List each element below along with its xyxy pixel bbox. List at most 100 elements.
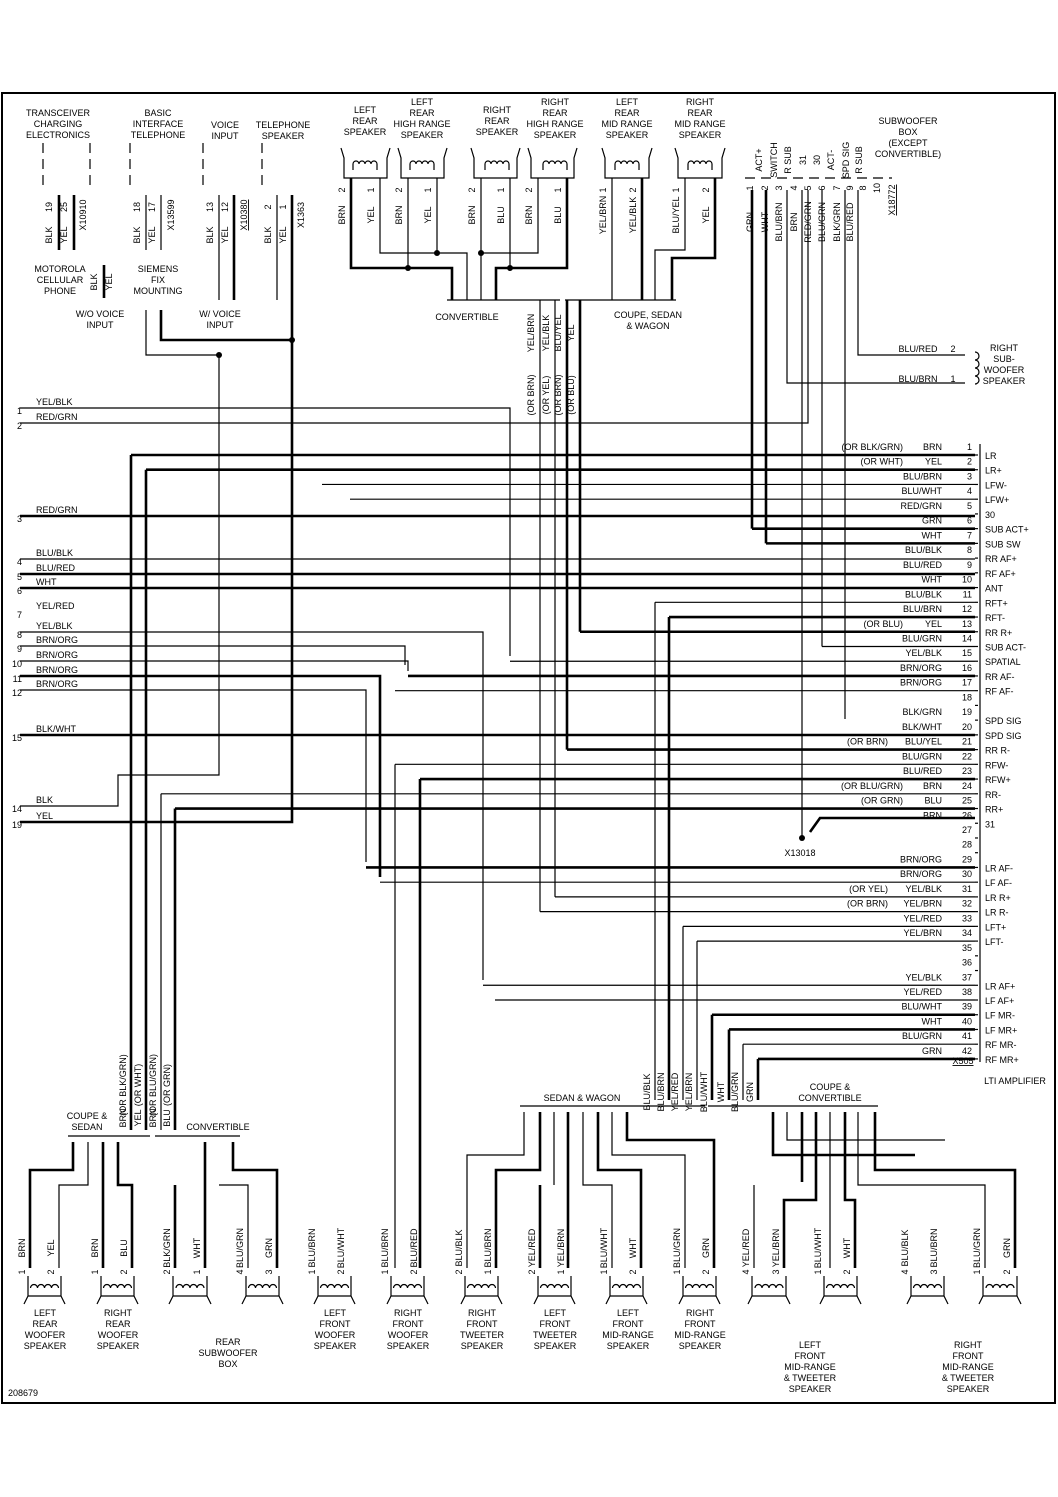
label-left_pins-11-pin: 12: [12, 688, 22, 698]
speaker-outline: [674, 147, 726, 179]
label-amplifier-pins-23-alt: (OR BLU/GRN): [841, 781, 903, 791]
label-sub_box-pins-6-func: SPD SIG: [841, 142, 851, 179]
label-right_sub_speaker-name-1: SUB-: [993, 354, 1015, 364]
label-bottom_speakers-1-pins-1-0: 2: [119, 1269, 129, 1274]
wire: [857, 190, 965, 356]
label-amplifier-pins-12-wire: YEL: [925, 619, 942, 629]
label-amplifier-pins-3-func: LFW+: [985, 495, 1009, 505]
wire: [843, 1112, 857, 1268]
label-bottom_speakers-4-pins-1-1: BLU/RED: [409, 1228, 419, 1268]
connector-id: X10910: [78, 199, 88, 230]
label-bottom_speakers-6-name-3: SPEAKER: [534, 1341, 577, 1351]
label-rear_speakers-1-pins-0-1: BRN: [394, 205, 404, 224]
connector-id: X505: [952, 1056, 973, 1066]
wire: [654, 178, 686, 300]
label-amplifier-pins-41-pin: 42: [962, 1046, 972, 1056]
label-bottom_speakers-10-name-0: RIGHT: [954, 1340, 983, 1350]
label-bottom_speakers-1-pins-1-1: BLU: [119, 1239, 129, 1257]
label-phone-connectors-0-wires-1-1: 25: [59, 202, 69, 212]
label-left_pins-10-pin: 11: [13, 674, 22, 684]
speaker-coil-icon: [392, 1283, 423, 1289]
label-phone-siemens-0: SIEMENS: [138, 264, 179, 274]
label-amplifier-pins-7-wire: BLU/BLK: [905, 545, 942, 555]
label-phone-transceiver-1: CHARGING: [34, 119, 83, 129]
label-left_pins-14-wire: YEL: [36, 811, 53, 821]
label-rear_speakers-3-pins-1-1: BLU: [553, 206, 563, 224]
label-rear_speakers-3-name-1: REAR: [542, 108, 568, 118]
label-bottom_speakers-1-name-1: REAR: [105, 1319, 131, 1329]
label-left_pins-8-wire: BRN/ORG: [36, 635, 78, 645]
label-phone-connectors-2-wires-0-0: BLK: [205, 226, 215, 243]
label-amplifier-pins-30-pin: 31: [962, 884, 972, 894]
label-bottom_speakers-0-name-3: SPEAKER: [24, 1341, 67, 1351]
label-right_sub_speaker-name-3: SPEAKER: [983, 376, 1026, 386]
label-phone-connectors-0-wires-0-1: 19: [44, 202, 54, 212]
label-rear_speakers-4-pins-0-1: YEL/BRN: [598, 196, 608, 235]
label-sub_box-pins-0-func: ACT+: [754, 148, 764, 171]
splice-id: X13018: [784, 848, 815, 858]
label-bottom_mid_bus-wires-3: YEL/BRN: [684, 1073, 694, 1112]
label-rear_speakers-5-name-3: SPEAKER: [679, 130, 722, 140]
label-bottom_speakers-8-name-0: RIGHT: [686, 1308, 715, 1318]
label-rear_speakers-0-pins-0-0: 2: [337, 187, 347, 192]
label-top_bus-wires-1-1: (OR YEL): [541, 376, 551, 415]
label-rear_speakers-5-pins-0-0: 1: [671, 187, 681, 192]
label-bottom_speakers-6-pins-1-1: YEL/BRN: [556, 1229, 566, 1268]
label-amplifier-pins-0-alt: (OR BLK/GRN): [841, 442, 903, 452]
speaker-cone: [386, 1276, 429, 1305]
label-phone-motorola_wires-1: YEL: [104, 273, 114, 290]
label-bottom_speakers-9-name-0: LEFT: [799, 1340, 822, 1350]
wire: [494, 1112, 542, 1268]
label-amplifier-pins-10-func: RFT+: [985, 598, 1008, 608]
label-rear_speakers-1-name-0: LEFT: [411, 97, 434, 107]
label-amplifier-pins-15-pin: 16: [962, 663, 972, 673]
label-phone-telephone_speaker-1: SPEAKER: [262, 131, 305, 141]
label-rear_speakers-5-pins-1-1: YEL: [701, 206, 711, 223]
label-bottom_speakers-9-pins-3-1: WHT: [842, 1237, 852, 1258]
label-left_pins-14-pin: 19: [12, 820, 22, 830]
label-amplifier-pins-32-wire: YEL/RED: [903, 913, 942, 923]
label-amplifier-pins-21-pin: 22: [962, 751, 972, 761]
label-amplifier-pins-28-pin: 29: [962, 854, 972, 864]
label-bottom_mid_bus-wires-7: GRN: [745, 1082, 755, 1102]
label-phone-connectors-1-wires-1-1: 17: [147, 202, 157, 212]
label-bottom_speakers-6-pins-1-0: 1: [556, 1269, 566, 1274]
label-bottom_speakers-10-name-3: & TWEETER: [942, 1373, 995, 1383]
label-amplifier-pins-38-pin: 39: [962, 1002, 972, 1012]
label-phone-connectors-3-wires-0-1: 2: [263, 204, 273, 209]
label-left_pins-2-pin: 3: [17, 514, 22, 524]
label-left_pins-1-pin: 2: [17, 421, 22, 431]
label-bottom_speakers-2-pins-2-0: 4: [235, 1269, 245, 1274]
label-amplifier-pins-23-wire: BRN: [923, 781, 942, 791]
label-amplifier-pins-39-wire: WHT: [922, 1016, 943, 1026]
label-top_bus-wires-2-1: (OR BRN): [553, 375, 563, 416]
label-amplifier-pins-40-func: RF MR-: [985, 1040, 1017, 1050]
label-amplifier-pins-41-wire: GRN: [922, 1046, 942, 1056]
label-rear_speakers-4-pins-0-0: 1: [598, 187, 608, 192]
label-amplifier-pins-22-wire: BLU/RED: [903, 766, 943, 776]
speaker-coil-icon: [687, 160, 713, 170]
speaker-outline: [527, 147, 578, 179]
label-bottom_speakers-6-name-0: LEFT: [544, 1308, 567, 1318]
label-amplifier-pins-18-pin: 19: [962, 707, 972, 717]
label-amplifier-pins-38-wire: BLU/WHT: [902, 1002, 943, 1012]
label-left_pins-7-wire: YEL/BLK: [36, 621, 73, 631]
wire: [379, 178, 468, 300]
label-bottom_speakers-10-pins-2-1: BLU/GRN: [972, 1228, 982, 1268]
label-sub_box-title-1: BOX: [898, 127, 917, 137]
label-sub_box-pins-1-func: SWITCH: [769, 142, 779, 178]
label-amplifier-pins-4-pin: 5: [967, 501, 972, 511]
label-amplifier-pins-28-func: LR AF-: [985, 863, 1013, 873]
wire: [20, 689, 367, 862]
label-amplifier-pins-1-alt: (OR WHT): [861, 457, 904, 467]
label-top_bus-wires-3-1: (OR BLU): [566, 375, 576, 415]
label-sub_box-pins-3-func: 31: [798, 155, 808, 165]
label-bottom_speakers-6-name-1: FRONT: [540, 1319, 571, 1329]
label-amplifier-pins-32-func: LFT+: [985, 922, 1006, 932]
label-amplifier-pins-30-alt: (OR YEL): [849, 884, 888, 894]
label-bottom_speakers-2-pins-1-1: WHT: [192, 1237, 202, 1258]
wire: [20, 674, 382, 877]
speaker-outline: [470, 147, 521, 179]
speaker-cone: [678, 1276, 721, 1305]
label-bottom_speakers-9-pins-2-1: BLU/WHT: [813, 1227, 823, 1268]
